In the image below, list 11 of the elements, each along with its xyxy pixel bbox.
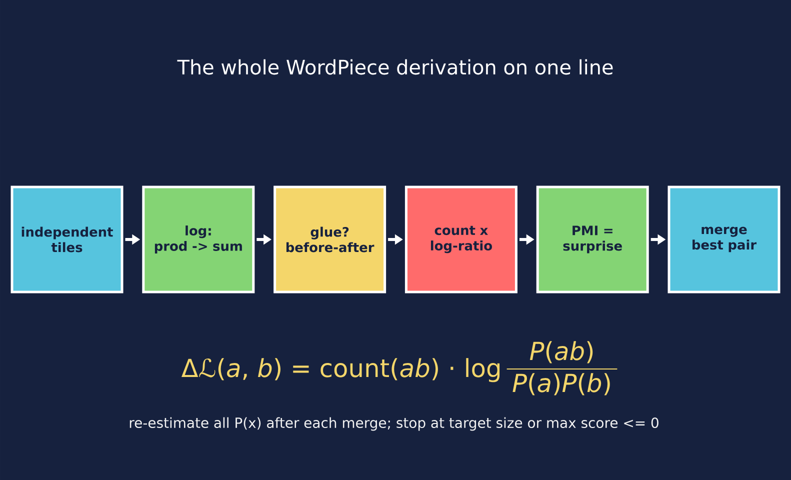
formula-numerator: P(ab) bbox=[530, 341, 593, 364]
note-text: re-estimate all P(x) after each merge; stop at target size or max score <= 0 bbox=[130, 417, 658, 431]
process-box: log: prod -> sum bbox=[142, 186, 255, 294]
formula-denominator: P(a)P(b) bbox=[512, 373, 610, 396]
process-box: independent tiles bbox=[10, 186, 124, 294]
formula-text: Δℒ(a, b) = count(ab) · log bbox=[181, 358, 500, 382]
process-box: glue? before-after bbox=[274, 186, 386, 294]
title: The whole WordPiece derivation on one line bbox=[177, 59, 613, 75]
process-box: merge best pair bbox=[668, 186, 780, 294]
process-box: count x log-ratio bbox=[404, 186, 518, 294]
process-box: PMI = surprise bbox=[536, 186, 649, 294]
